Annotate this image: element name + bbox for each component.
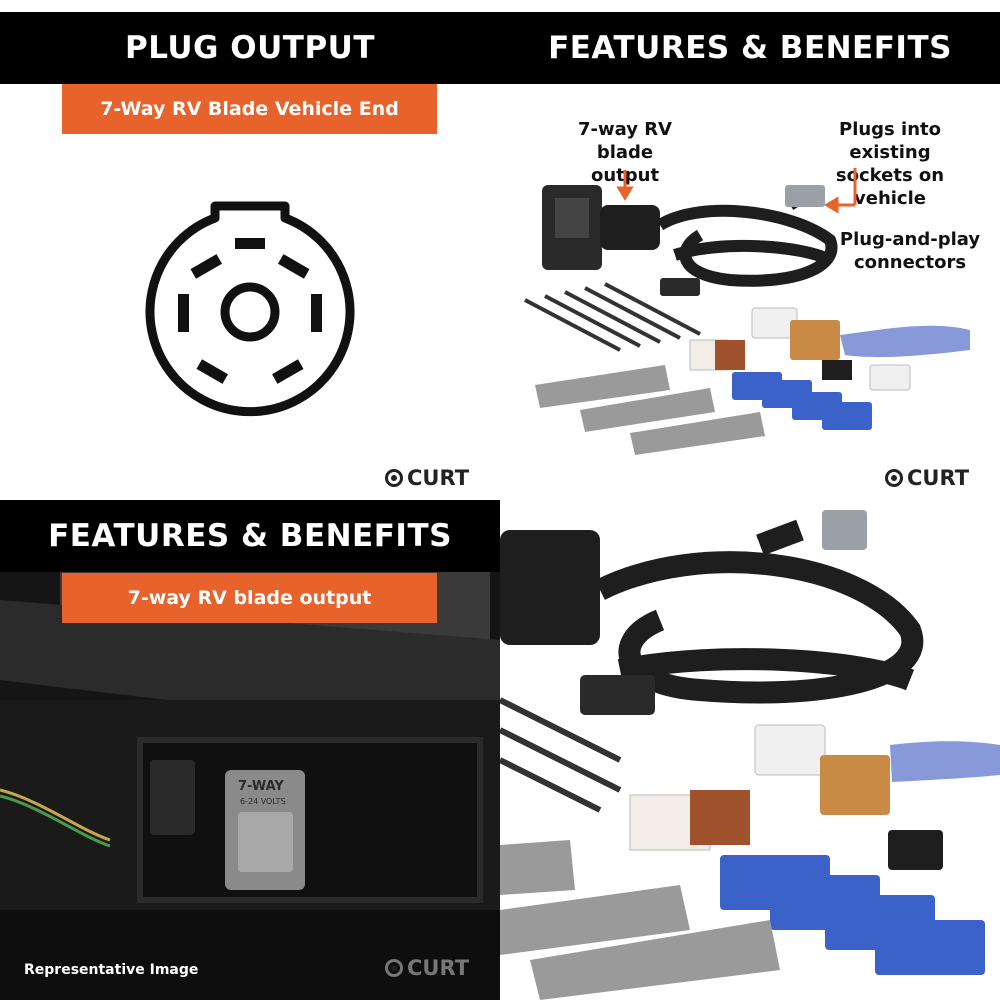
curt-logo-icon — [385, 959, 403, 977]
gray-socket-connector-icon — [785, 185, 825, 207]
harness-coil-closeup-icon — [595, 519, 924, 704]
curt-logo: CURT — [885, 466, 969, 490]
callout-output-line1: 7-way RV — [577, 119, 672, 140]
wiring-harness-coil-icon — [656, 190, 838, 287]
black-connector-icon — [660, 278, 700, 296]
foam-pads-closeup-icon — [500, 840, 780, 1000]
features-title: FEATURES & BENEFITS — [500, 12, 1000, 84]
relay-closeup-icon — [629, 790, 750, 851]
blue-connectors-closeup-icon — [720, 855, 985, 975]
socket-outline-icon — [145, 201, 355, 417]
plug-housing-icon: 7-WAY 6-24 VOLTS — [150, 760, 305, 890]
blade-upper-right-icon — [278, 254, 310, 279]
curt-logo-icon — [385, 469, 403, 487]
callout-connectors-line1: Plug-and-play — [839, 229, 981, 250]
seven-way-plug-icon — [542, 185, 660, 270]
zip-ties-icon — [524, 282, 701, 352]
relay-icon — [689, 339, 745, 371]
curt-logo-text: CURT — [907, 466, 970, 490]
callout-sockets-line1: Plugs into existing — [839, 119, 941, 163]
features-kit-panel: FEATURES & BENEFITS 7-way RV blade outpu… — [500, 0, 1000, 500]
blade-upper-left-icon — [190, 254, 222, 279]
callout-connectors-line2: connectors — [853, 252, 967, 273]
plug-face-text: 7-WAY — [238, 779, 284, 794]
center-pin-icon — [220, 282, 280, 342]
plug-volts-text: 6-24 VOLTS — [240, 797, 286, 806]
kit-closeup-illustration — [500, 510, 1000, 1000]
relay-harness-closeup-icon — [754, 724, 1000, 870]
foam-pads-icon — [535, 365, 765, 455]
callout-sockets: Plugs into existing sockets on vehicle — [800, 118, 980, 210]
gray-socket-closeup-icon — [822, 510, 867, 550]
blade-lower-right-icon — [272, 359, 304, 384]
hitch-bracket-icon — [137, 737, 483, 903]
photo-title: FEATURES & BENEFITS — [0, 500, 500, 572]
blue-connectors-icon — [732, 372, 872, 430]
blade-top-icon — [235, 238, 265, 249]
curt-logo: CURT — [385, 466, 469, 490]
representative-image-caption: Representative Image — [24, 962, 199, 978]
zip-ties-closeup-icon — [500, 697, 622, 813]
blade-lower-left-icon — [196, 359, 228, 384]
photo-subtitle: 7-way RV blade output — [62, 573, 437, 623]
curt-logo-text: CURT — [407, 956, 470, 980]
kit-closeup-panel — [500, 500, 1000, 1000]
curt-logo: CURT — [385, 956, 469, 980]
curt-logo-icon — [885, 469, 903, 487]
callout-arrows-icon — [616, 168, 857, 214]
callout-sockets-line2: sockets on vehicle — [835, 165, 945, 209]
black-connector-closeup-icon — [580, 675, 655, 715]
blade-right-icon — [311, 294, 322, 332]
wiring-kit-illustration — [524, 168, 970, 455]
wires-icon — [0, 788, 111, 848]
relay-harness-icon — [751, 307, 970, 391]
installed-plug-photo-panel: 7-WAY 6-24 VOLTS FEATURES & BENEFITS 7-w… — [0, 500, 500, 1000]
curt-logo-text: CURT — [407, 466, 470, 490]
plug-output-subtitle: 7-Way RV Blade Vehicle End — [62, 84, 437, 134]
seven-way-socket-diagram — [145, 201, 355, 417]
plug-output-panel: PLUG OUTPUT 7-Way RV Blade Vehicle End C… — [0, 0, 500, 500]
plug-output-title: PLUG OUTPUT — [0, 12, 500, 84]
callout-connectors: Plug-and-play connectors — [835, 228, 985, 274]
plug-closeup-icon — [500, 530, 600, 645]
blade-left-icon — [178, 294, 189, 332]
